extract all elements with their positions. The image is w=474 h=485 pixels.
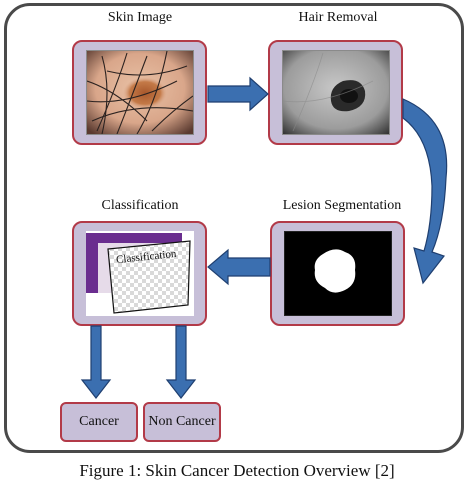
skin-image: [86, 50, 194, 135]
step-title-skin-image: Skin Image: [107, 10, 173, 25]
output-cancer: Cancer: [60, 402, 138, 442]
step-title-classification: Classification: [101, 198, 179, 213]
figure-caption: Figure 1: Skin Cancer Detection Overview…: [79, 461, 395, 480]
hair-removed-image: [282, 50, 390, 135]
segmentation-mask-image: [284, 231, 392, 316]
arrow-skin-to-hair: [207, 76, 269, 112]
output-non-cancer: Non Cancer: [143, 402, 221, 442]
skin-image-box: [72, 40, 207, 145]
classification-image: Classification: [86, 231, 194, 316]
arrow-to-non-cancer: [165, 325, 197, 399]
arrow-segmentation-to-classification: [207, 248, 271, 286]
arrow-hair-to-segmentation: [402, 98, 448, 285]
hair-removal-box: [268, 40, 403, 145]
step-title-hair-removal: Hair Removal: [298, 10, 378, 25]
arrow-to-cancer: [80, 325, 112, 399]
step-title-lesion-segmentation: Lesion Segmentation: [282, 198, 402, 213]
classification-box: Classification: [72, 221, 207, 326]
lesion-segmentation-box: [270, 221, 405, 326]
